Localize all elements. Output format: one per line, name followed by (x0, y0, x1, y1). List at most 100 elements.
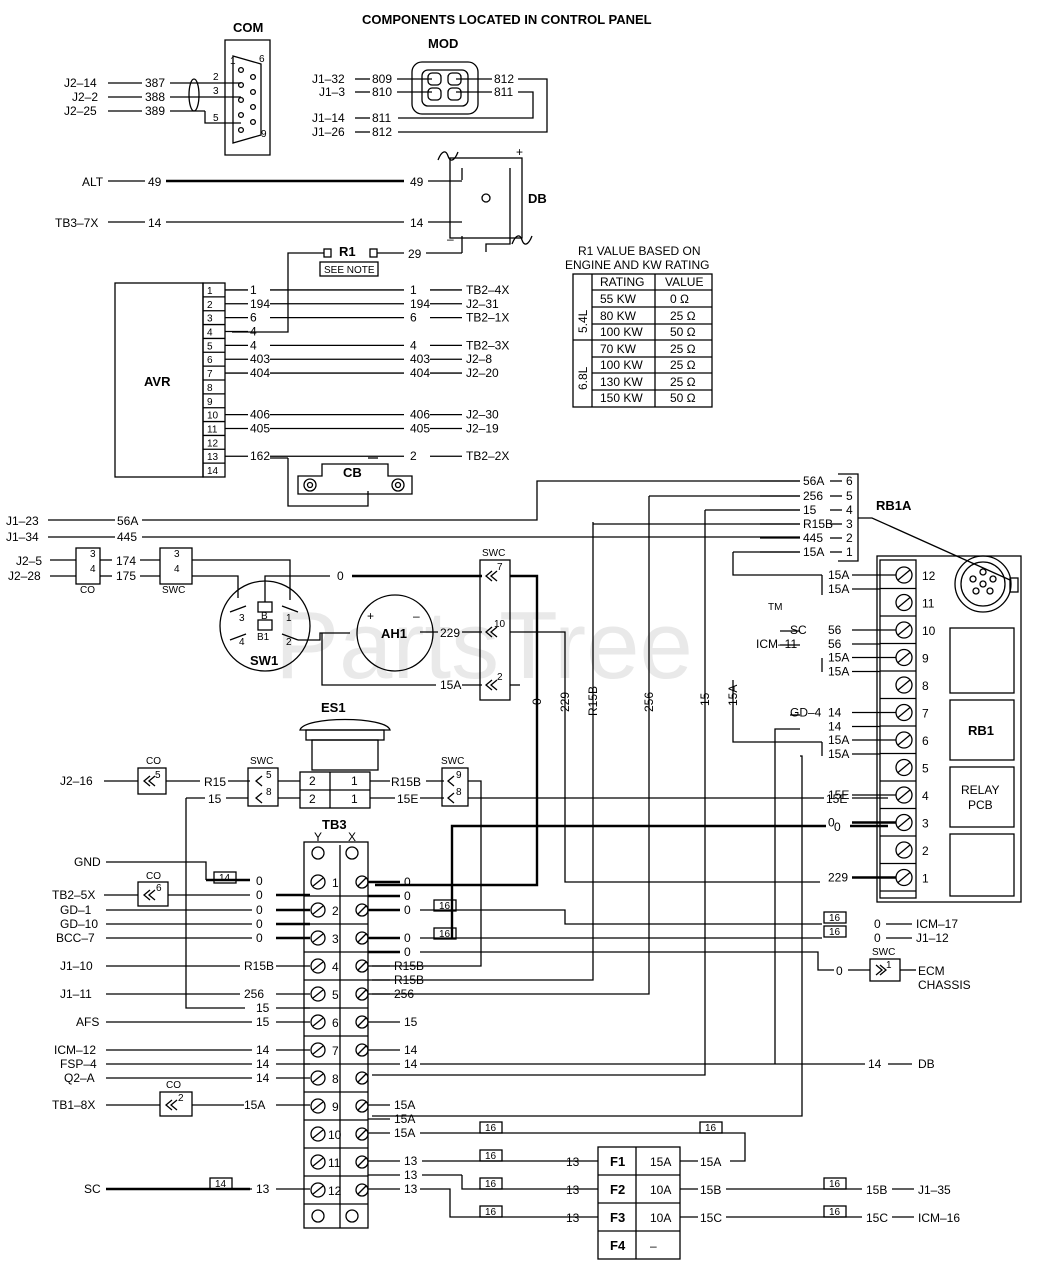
swc-es1b-chevron-icon (446, 775, 455, 804)
tb3-screw-y[interactable] (310, 1182, 326, 1198)
tb3-screw-x[interactable] (355, 1183, 369, 1197)
es1-pin-2: 2 (309, 774, 316, 788)
rb1a-terminal-num: 6 (922, 734, 929, 748)
plug-pin: 6 (846, 474, 853, 488)
tb3-screw-y[interactable] (310, 1014, 326, 1030)
tb3-left-ref: BCC–7 (56, 931, 95, 945)
tb3-left-ref: TB2–5X (52, 888, 95, 902)
fuse-gauge: 16 (485, 1151, 497, 1162)
r1-row-value: 0 Ω (670, 292, 689, 306)
avr-label: AVR (144, 374, 171, 389)
tb3-right-wire: 13 (404, 1168, 418, 1182)
rb1a-terminal-ref: GD–4 (790, 706, 822, 720)
tb3-right-wire: 0 (404, 945, 411, 959)
j228-wire: 175 (116, 569, 136, 583)
avr-wire-r: 406 (410, 408, 430, 422)
tb3-screw-y[interactable] (310, 1042, 326, 1058)
rb1a-terminal-screw[interactable] (895, 758, 913, 777)
icm17-ref: ICM–17 (916, 917, 958, 931)
tb3-screw-y[interactable] (310, 1126, 326, 1142)
tb37x-ref: TB3–7X (55, 216, 98, 230)
rb1a-terminal-wire: 15E (828, 788, 849, 802)
plug-pin: 3 (846, 517, 853, 531)
avr-wire: 1 (250, 283, 257, 297)
com-pin-1: 1 (230, 56, 236, 67)
tb3-screw-x[interactable] (355, 1071, 369, 1085)
fuse-id: F2 (610, 1182, 625, 1197)
tb3-row-num: 8 (332, 1072, 339, 1086)
rb1a-terminal-num: 3 (922, 817, 929, 831)
db-minus: – (447, 232, 454, 246)
tb3-screw[interactable] (311, 846, 325, 860)
mod-connector (411, 61, 479, 115)
rb1a-terminal-wire2: 14 (828, 720, 842, 734)
fuse-dest: J1–35 (918, 1183, 951, 1197)
tb37x-wire-r: 14 (410, 216, 424, 230)
rb1a-terminal-num: 8 (922, 679, 929, 693)
tb3-left-wire: 14 (256, 1043, 270, 1057)
swc-connector-top (479, 559, 511, 701)
ah1-meter (356, 594, 434, 672)
tb3-screw-y[interactable] (310, 902, 326, 918)
tb3-screw-y[interactable] (310, 874, 326, 890)
sw1-p3: 3 (239, 613, 245, 624)
avr-wire-r: 405 (410, 422, 430, 436)
tb3-screw-y[interactable] (310, 1098, 326, 1114)
tb3-right-wire: R15B (394, 959, 424, 973)
avr-dest: J2–8 (466, 352, 492, 366)
fuse-dest-gauge: 16 (829, 1179, 841, 1190)
j123-ref: J1–23 (6, 514, 39, 528)
tb3-right-wire: 0 (404, 889, 411, 903)
es1-pin-2b: 2 (309, 792, 316, 806)
avr-wire-r: 404 (410, 366, 430, 380)
tb3-screw[interactable] (311, 1209, 325, 1223)
rb1a-terminal-screw[interactable] (895, 676, 913, 694)
j25-wire: 174 (116, 554, 136, 568)
gauge-gnd: 14 (219, 873, 231, 884)
fuse-id: F3 (610, 1210, 625, 1225)
es1-r15b: R15B (391, 775, 421, 789)
swc-top-pin-2: 2 (497, 672, 503, 683)
swc-top-pin-10: 10 (494, 619, 506, 630)
tb3-screw-x[interactable] (355, 1099, 369, 1113)
tb3-screw-y[interactable] (310, 1070, 326, 1086)
avr-dest: J2–19 (466, 422, 499, 436)
tb3-row-num: 6 (332, 1016, 339, 1030)
sw1-label: SW1 (250, 653, 278, 668)
swc-es1-pin-8: 8 (266, 787, 272, 798)
tb3-right-wire: 0 (404, 903, 411, 917)
tb3-left-wire: 14 (256, 1071, 270, 1085)
tb3-screw[interactable] (345, 1209, 359, 1223)
tb3-col-x: X (348, 830, 356, 844)
com-pin-9: 9 (261, 129, 267, 140)
tb3-screw-y[interactable] (310, 930, 326, 946)
tb3-screw-x[interactable] (355, 1155, 369, 1169)
avr-dest: J2–30 (466, 408, 499, 422)
gauge-r1: 16 (439, 901, 451, 912)
tb3-screw-y[interactable] (310, 958, 326, 974)
tb3-row-num: 11 (328, 1156, 341, 1170)
gauge-r2: 16 (439, 929, 451, 940)
rb1a-terminal-screw[interactable] (895, 841, 913, 859)
fuse-id: F4 (610, 1238, 626, 1253)
co-es1-chevron-icon (142, 775, 156, 787)
mod-wire-r2: 811 (494, 85, 513, 99)
rb1a-terminal-wire2: 15A (828, 665, 849, 679)
tb3-right-wire: R15B (394, 973, 424, 987)
tb3-screw-y[interactable] (310, 1154, 326, 1170)
avr-pin: 11 (207, 425, 218, 436)
rb1a-plug-connector (954, 555, 1012, 613)
rb1a-terminal-screw[interactable] (895, 593, 913, 612)
tb3-screw-x[interactable] (355, 1127, 369, 1141)
ecm-label-1: ECM (918, 964, 945, 978)
swc-es1b-label: SWC (441, 756, 464, 767)
swc-es1-label: SWC (250, 756, 273, 767)
tb3-screw[interactable] (345, 846, 359, 860)
tb3-screw-y[interactable] (310, 986, 326, 1002)
cb-label: CB (343, 465, 362, 480)
plug-wire: 15A (803, 545, 824, 559)
sw1-p4: 4 (239, 637, 245, 648)
